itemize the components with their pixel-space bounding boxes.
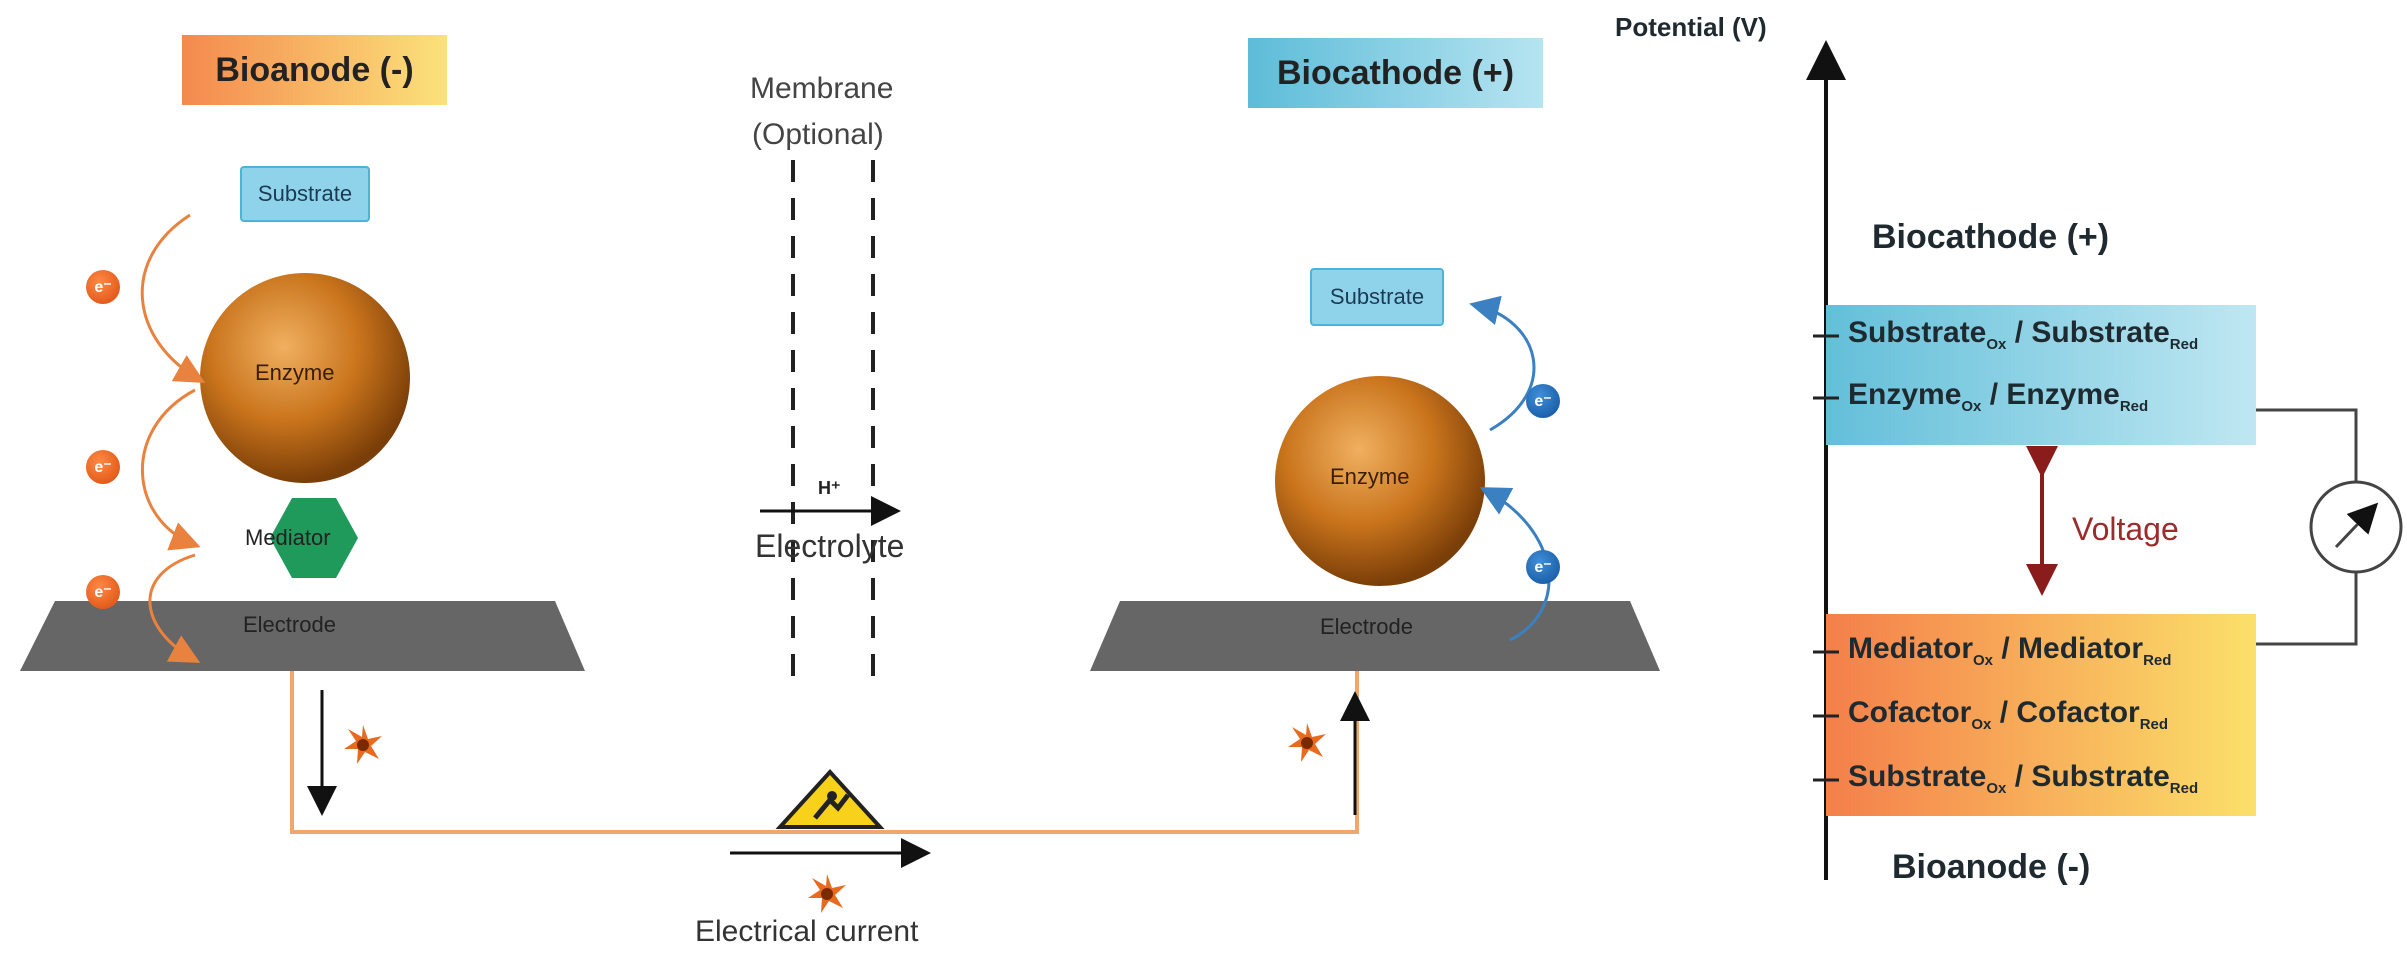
membrane-optional-label: (Optional)	[752, 118, 884, 151]
left-electrode-label: Electrode	[243, 612, 336, 637]
right-substrate-box: Substrate	[1310, 268, 1444, 326]
potential-bioanode-label: Bioanode (-)	[1892, 848, 2091, 886]
external-wire	[290, 671, 1359, 834]
proton-label: H⁺	[818, 478, 841, 498]
left-enzyme-label: Enzyme	[255, 360, 335, 385]
sparkle-icon	[1288, 723, 1326, 762]
right-electron-icon: e⁻	[1526, 384, 1560, 418]
redox-couple: CofactorOx / CofactorRed	[1848, 696, 2169, 733]
electrolyte-label: Electrolyte	[755, 528, 905, 564]
left-electron-icon: e⁻	[86, 450, 120, 484]
anode-couples-box	[1826, 614, 2256, 816]
biocathode-title: Biocathode (+)	[1276, 53, 1515, 92]
membrane-label: Membrane	[750, 72, 894, 105]
redox-couple: SubstrateOx / SubstrateRed	[1848, 316, 2199, 353]
left-electrode	[20, 601, 585, 671]
right-enzyme-label: Enzyme	[1330, 464, 1410, 489]
left-electron-arrow-2	[141, 388, 201, 551]
left-electron-icon: e⁻	[86, 270, 120, 304]
right-electrode-label: Electrode	[1320, 614, 1413, 639]
sparkle-icon	[344, 725, 382, 764]
redox-couple: EnzymeOx / EnzymeRed	[1848, 378, 2149, 415]
potential-axis-label: Potential (V)	[1615, 12, 1767, 42]
left-electron-arrow-3	[148, 553, 201, 663]
right-enzyme-sphere	[1275, 376, 1485, 586]
left-electron-icon: e⁻	[86, 575, 120, 609]
sparkle-icon	[808, 874, 846, 913]
redox-couple: MediatorOx / MediatorRed	[1848, 632, 2172, 669]
potential-biocathode-label: Biocathode (+)	[1872, 218, 2110, 256]
voltage-label: Voltage	[2072, 511, 2179, 547]
voltmeter-icon	[2309, 480, 2403, 574]
cathode-couples-box	[1826, 305, 2256, 445]
mediator-hexagon	[270, 498, 358, 578]
right-electrode	[1090, 601, 1660, 671]
mediator-label: Mediator	[245, 525, 331, 550]
electrical-current-label: Electrical current	[695, 915, 919, 948]
right-electron-icon: e⁻	[1526, 550, 1560, 584]
left-enzyme-sphere	[200, 273, 410, 483]
right-electron-arrow-2	[1469, 295, 1536, 432]
bioanode-title: Bioanode (-)	[215, 50, 414, 89]
redox-couple: SubstrateOx / SubstrateRed	[1848, 760, 2199, 797]
left-electron-arrow-1	[140, 213, 206, 383]
bioanode-header-bg	[182, 35, 447, 105]
load-warning-icon	[775, 769, 885, 829]
biocathode-header-bg	[1248, 38, 1543, 108]
left-substrate-box: Substrate	[240, 166, 370, 222]
